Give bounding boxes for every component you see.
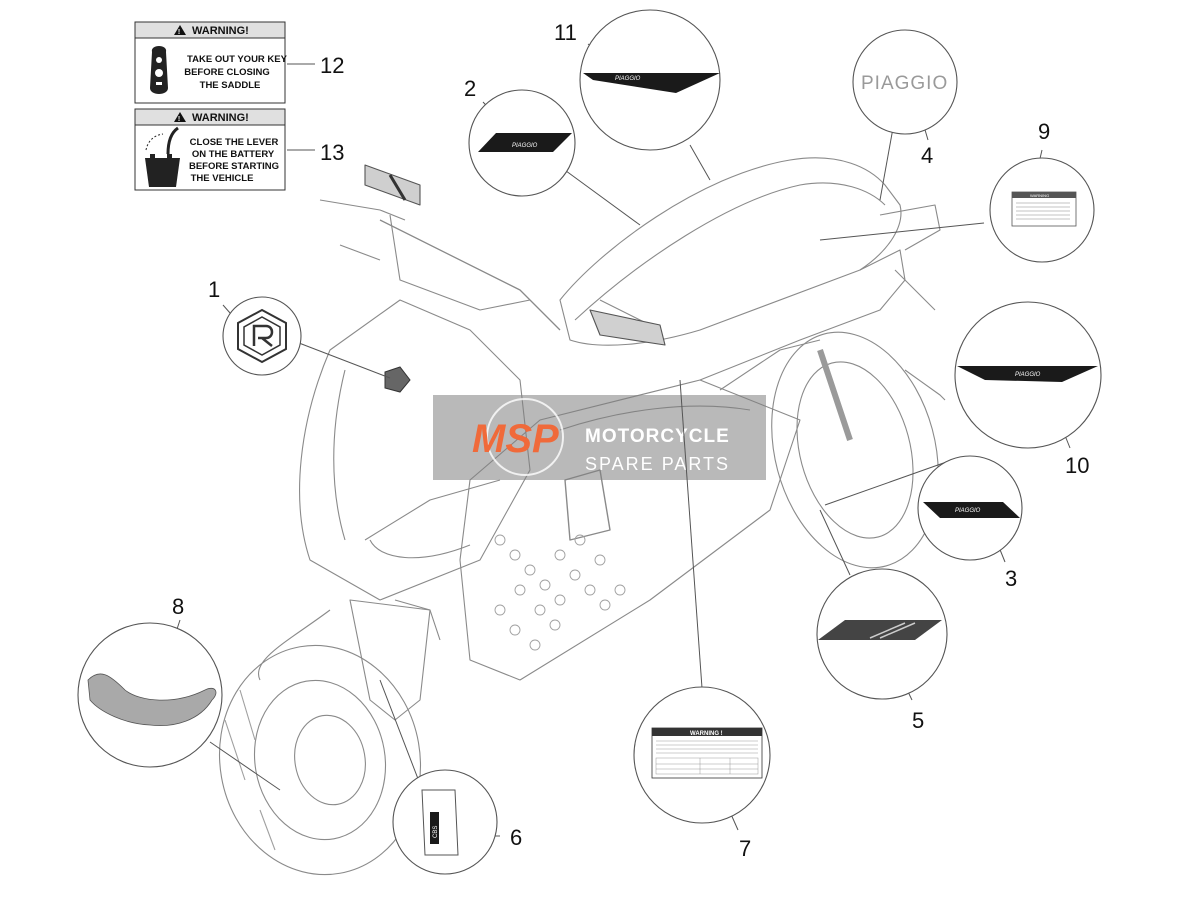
callout-3: 3 xyxy=(1005,566,1017,591)
fork-decal-text: CBS xyxy=(433,826,439,838)
warning-key-line2: BEFORE CLOSING xyxy=(184,67,270,78)
callout-8: 8 xyxy=(172,594,184,619)
warning-battery-line1: CLOSE THE LEVER xyxy=(190,137,279,148)
battery-warning-decal: WARNING xyxy=(1011,191,1077,227)
callout-5: 5 xyxy=(912,708,924,733)
callout-1: 1 xyxy=(208,277,220,302)
side-stripes-decal xyxy=(818,620,942,640)
warning-battery-header: WARNING! xyxy=(192,112,249,124)
warning-battery-line3: BEFORE STARTING xyxy=(189,161,279,172)
battery-lever-icon xyxy=(145,126,180,187)
warning-key-header: WARNING! xyxy=(192,25,249,37)
callout-numbers: 1 2 3 4 5 6 7 8 9 10 11 12 13 xyxy=(172,20,1089,861)
saddle-decal xyxy=(87,673,217,726)
warning-battery-line4: THE VEHICLE xyxy=(191,173,254,184)
side-decal-right-text: PIAGGIO xyxy=(955,508,981,514)
rear-stripe-text: PIAGGIO xyxy=(1015,372,1041,378)
side-decal-right: PIAGGIO xyxy=(923,502,1020,518)
front-stripe-text: PIAGGIO xyxy=(615,76,641,82)
watermark: MSP MOTORCYCLE SPARE PARTS xyxy=(433,395,766,480)
front-stripe-decal: PIAGGIO xyxy=(583,73,720,93)
tire-warning-decal-header: WARNING ! xyxy=(690,731,723,737)
warning-triangle-icon xyxy=(174,25,186,35)
warning-key-line1: TAKE OUT YOUR KEY xyxy=(187,54,288,65)
front-emblem xyxy=(384,366,411,393)
side-decal-left: PIAGGIO xyxy=(478,133,572,152)
watermark-logo: MSP xyxy=(472,417,559,461)
side-decal-left-text: PIAGGIO xyxy=(512,143,538,149)
callout-11: 11 xyxy=(554,20,577,45)
callout-6: 6 xyxy=(510,825,522,850)
battery-warning-decal-header: WARNING xyxy=(1030,193,1049,198)
watermark-subtitle: SPARE PARTS xyxy=(585,454,730,474)
callout-9: 9 xyxy=(1038,119,1050,144)
warning-battery-line2: ON THE BATTERY xyxy=(192,149,275,160)
callout-10: 10 xyxy=(1065,453,1089,478)
callout-2: 2 xyxy=(464,76,476,101)
warning-key-line3: THE SADDLE xyxy=(200,80,261,91)
tire-warning-decal: WARNING ! xyxy=(651,727,763,779)
warning-triangle-icon xyxy=(174,112,186,122)
callout-4: 4 xyxy=(921,143,933,168)
emblem-decal xyxy=(237,308,287,364)
svg-text:!: ! xyxy=(178,116,180,123)
callout-7: 7 xyxy=(739,836,751,861)
callout-12: 12 xyxy=(320,53,344,78)
scooter-drawing xyxy=(218,157,946,876)
rear-stripe-decal: PIAGGIO xyxy=(957,366,1098,382)
callout-13: 13 xyxy=(320,140,344,165)
key-fob-icon xyxy=(150,46,168,94)
brand-logo-decal: PIAGGIO xyxy=(861,73,948,94)
warning-key-box: ! WARNING! TAKE OUT YOUR KEY BEFORE CLOS… xyxy=(134,21,288,104)
warning-battery-box: ! WARNING! CLOSE THE LEVER ON THE BATTER… xyxy=(134,108,286,191)
watermark-title: MOTORCYCLE xyxy=(585,426,730,447)
fork-decal: CBS xyxy=(421,789,459,856)
svg-text:!: ! xyxy=(178,29,180,36)
